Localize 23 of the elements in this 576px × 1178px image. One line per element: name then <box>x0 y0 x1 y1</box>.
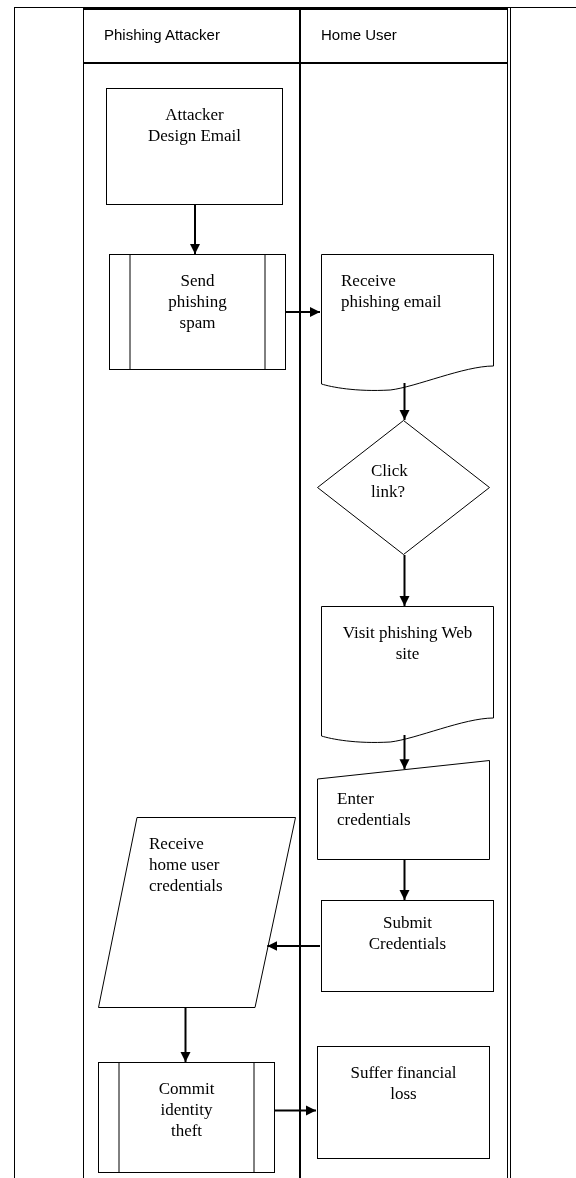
node-label: Receive phishing email <box>341 270 443 312</box>
node-label: Suffer financial loss <box>349 1062 458 1104</box>
arrow <box>273 1105 317 1116</box>
arrow <box>399 859 410 901</box>
arrow <box>180 1007 191 1063</box>
lane-header: Home User <box>301 8 507 64</box>
swimlane <box>83 8 300 1178</box>
arrow <box>266 941 321 951</box>
lane-header: Phishing Attacker <box>84 8 299 64</box>
node-label: Visit phishing Web site <box>341 622 474 664</box>
arrow <box>190 204 200 255</box>
node-label: Send phishing spam <box>167 270 228 333</box>
node-label: Enter credentials <box>337 788 412 830</box>
node-label: Click link? <box>371 460 409 502</box>
node-label: Commit identity theft <box>157 1078 216 1141</box>
node-label: Submit Credentials <box>367 912 448 954</box>
node-label: Attacker Design Email <box>147 104 242 146</box>
arrow <box>399 554 410 607</box>
swimlane <box>300 8 508 1178</box>
arrow <box>399 382 410 421</box>
arrow <box>399 734 410 771</box>
arrow <box>284 307 321 317</box>
node-label: Receive home user credentials <box>149 833 224 896</box>
